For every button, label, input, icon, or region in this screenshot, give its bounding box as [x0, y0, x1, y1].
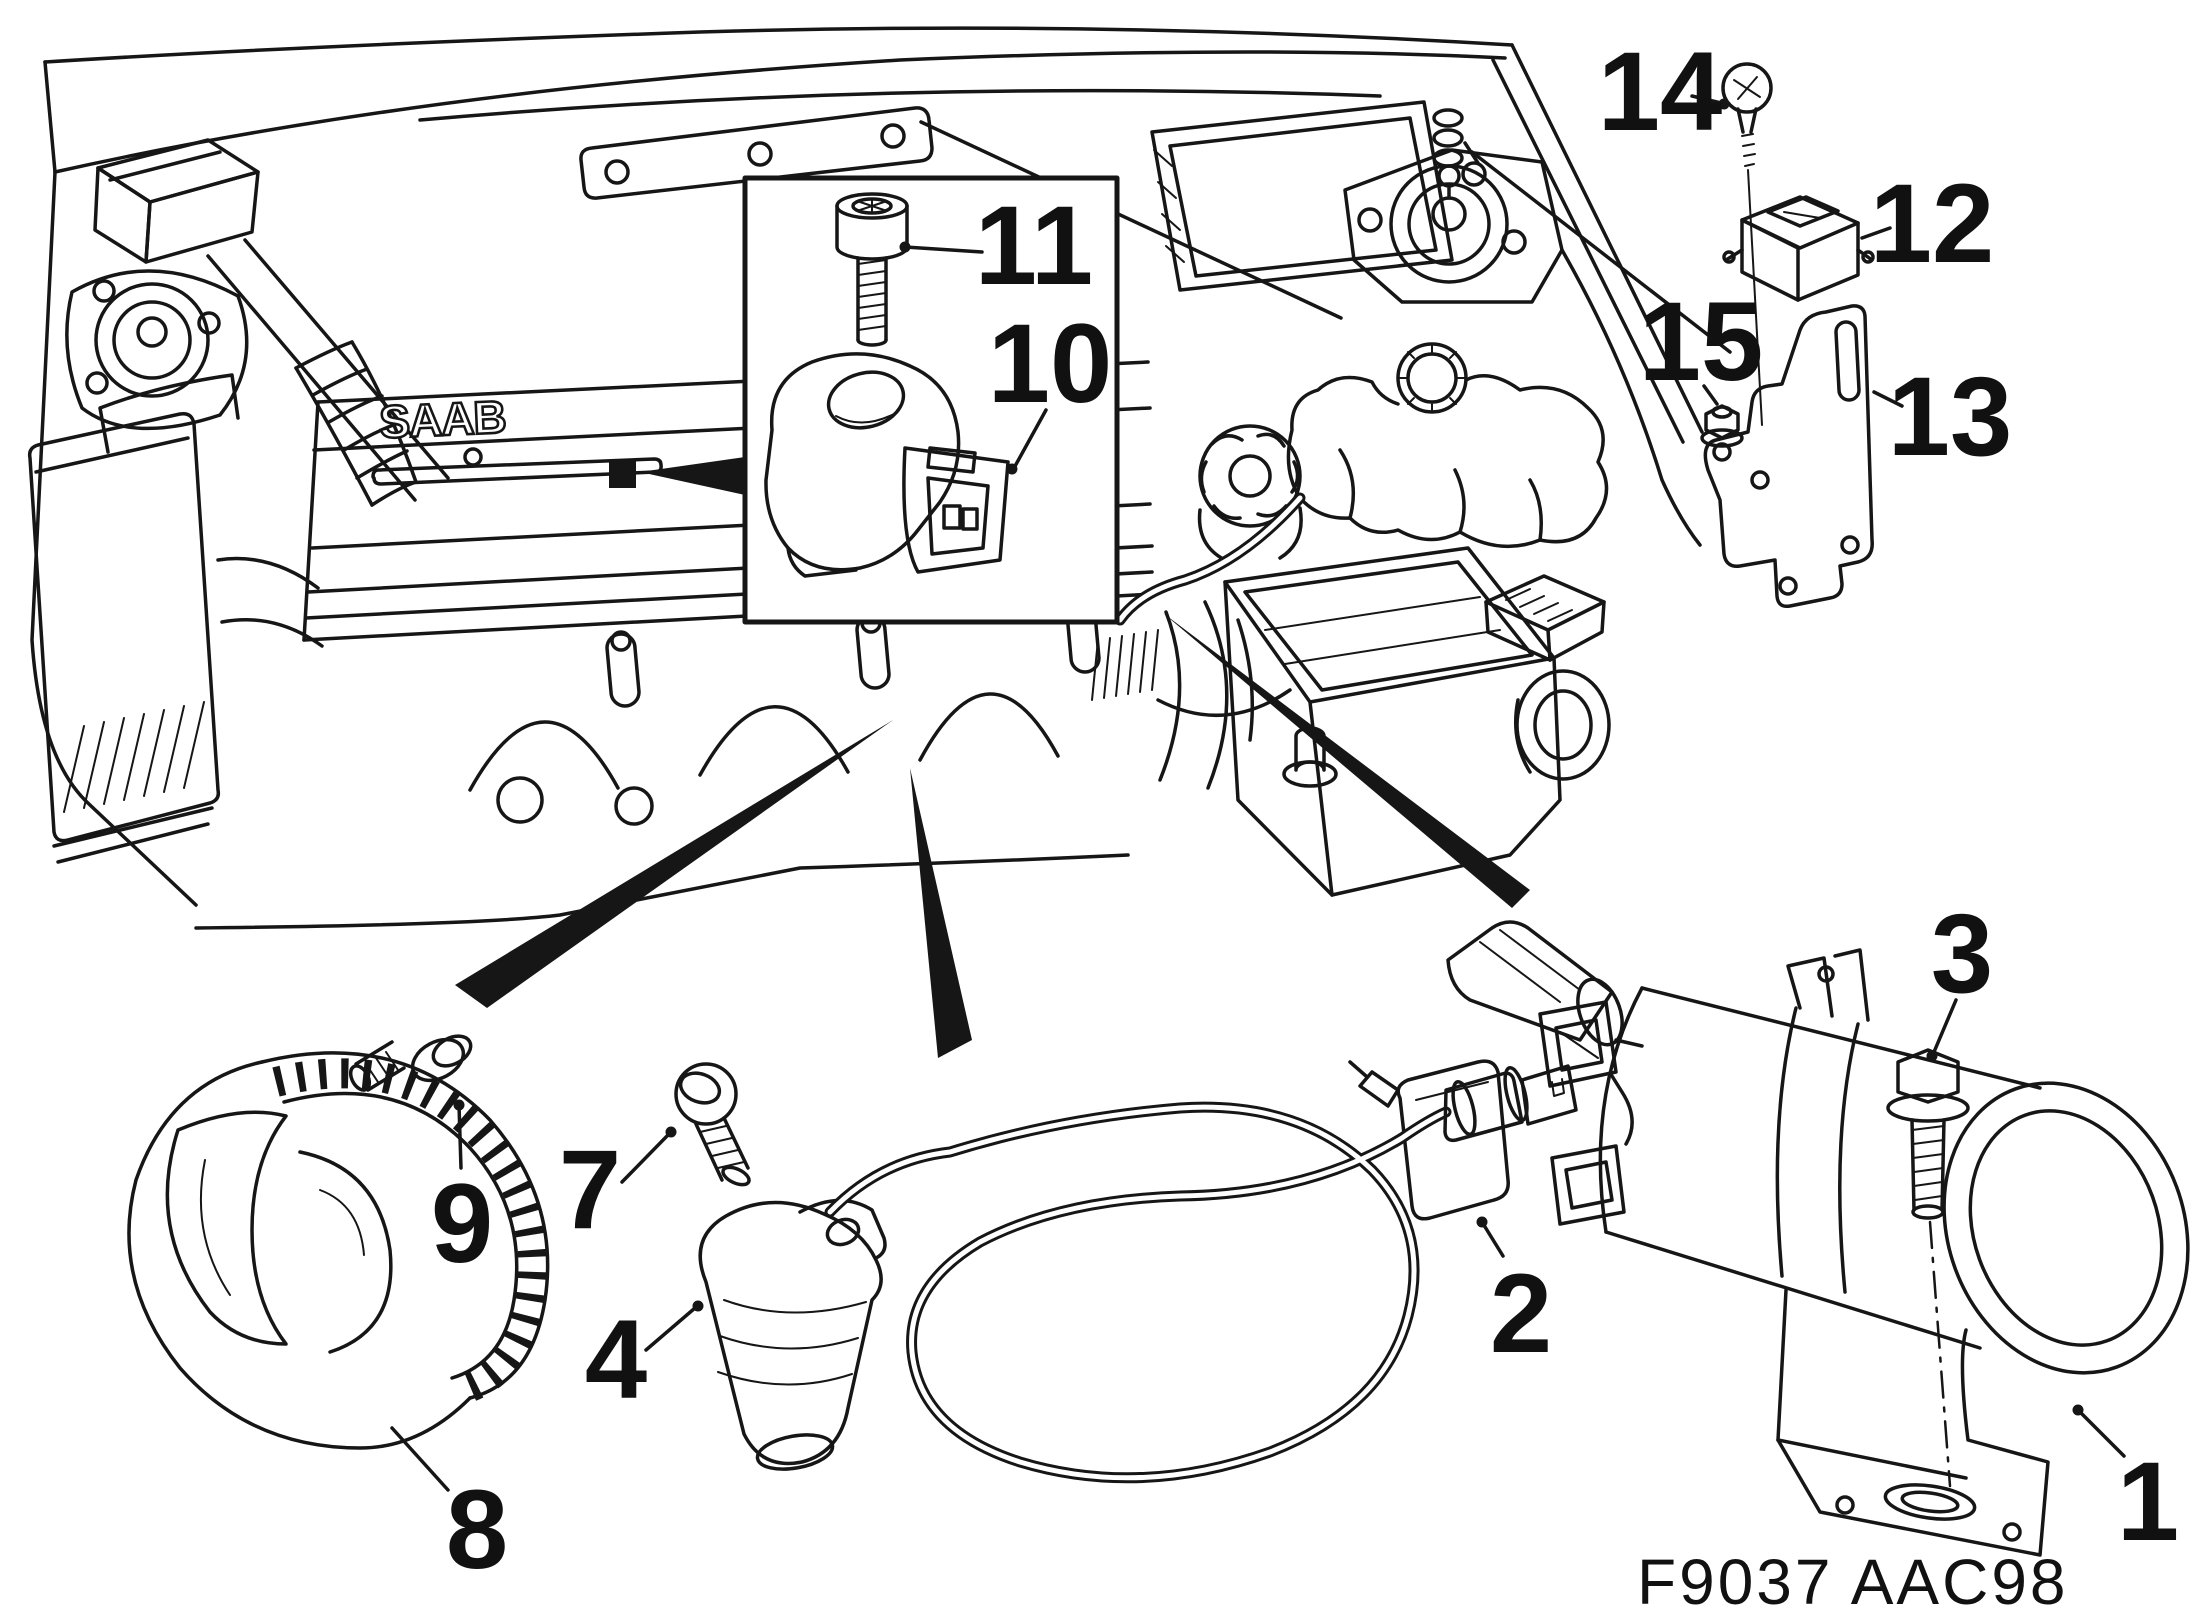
callout-11: 11	[975, 183, 1093, 308]
suppressor-2	[1348, 1059, 1510, 1221]
callout-labels: 1 2 3 4 7 8 9 10 11 12 13 14 15	[431, 29, 2179, 1592]
sensor-cable	[824, 1064, 1578, 1484]
callout-15: 15	[1639, 279, 1764, 404]
callout-13: 13	[1888, 354, 2013, 479]
callout-7: 7	[559, 1127, 621, 1252]
oil-cap	[1197, 424, 1303, 562]
cluster-leader-line	[1470, 150, 1732, 354]
horn-leaders	[390, 1099, 465, 1492]
crank-sensor-4	[698, 1198, 887, 1471]
coil-bolt-3	[1886, 1048, 1970, 1488]
callout-4: 4	[585, 1297, 647, 1422]
saab-logo: SAAB	[378, 391, 506, 448]
callout-9: 9	[431, 1161, 493, 1286]
callout-2: 2	[1490, 1251, 1552, 1376]
coil-ht-snout	[1446, 920, 1624, 1047]
strut-brace-bar	[206, 238, 450, 502]
nut-15	[1700, 404, 1744, 448]
hood-outline	[30, 26, 1704, 930]
coil-leaders	[1476, 998, 2126, 1458]
coil-bracket	[1776, 1288, 2050, 1557]
location-arrows	[455, 141, 1732, 1058]
left-strut-tower	[65, 269, 249, 431]
horn-assembly	[127, 1034, 550, 1492]
callout-3: 3	[1931, 891, 1993, 1016]
inset-leader-lines	[899, 241, 1048, 475]
coolant-tank	[1114, 342, 1609, 626]
ignition-coil-assembly	[1348, 920, 2190, 1557]
callout-12: 12	[1870, 161, 1995, 286]
engine-block	[468, 596, 1292, 826]
engine-bay-illustration	[27, 26, 1704, 930]
callout-8: 8	[446, 1467, 508, 1592]
ignition-module-cluster	[1690, 62, 1904, 609]
callout-1: 1	[2117, 1439, 2179, 1564]
sensor-screw-7	[674, 1062, 751, 1187]
knock-sensor	[764, 352, 1010, 578]
crank-sensor-assembly	[620, 1062, 1578, 1484]
bracket-13	[1703, 304, 1874, 609]
figure-code: F9037 AAC98	[1637, 1546, 2069, 1608]
sensor-leaders	[620, 1126, 704, 1352]
knock-sensor-bolt	[835, 192, 909, 347]
ignition-module-12	[1722, 195, 1875, 302]
screw-14	[1721, 62, 1773, 426]
callout-10: 10	[988, 301, 1113, 426]
air-filter-housing	[27, 373, 324, 864]
knock-sensor-location-marker	[609, 457, 745, 495]
coil-connectors	[1538, 1000, 1644, 1226]
firewall-panel	[1150, 100, 1464, 292]
battery	[1223, 546, 1611, 897]
inset-detail-box	[742, 175, 1120, 625]
coil-canister-1	[1598, 948, 2190, 1375]
hood-latch-bar	[579, 106, 934, 200]
left-relay-box	[93, 138, 260, 264]
callout-14: 14	[1598, 29, 1723, 154]
horn-screw-9	[348, 1034, 473, 1092]
intake-bellows-hose	[294, 340, 418, 507]
right-strut-tower	[1343, 148, 1702, 547]
cluster-leaders	[1690, 94, 1904, 408]
